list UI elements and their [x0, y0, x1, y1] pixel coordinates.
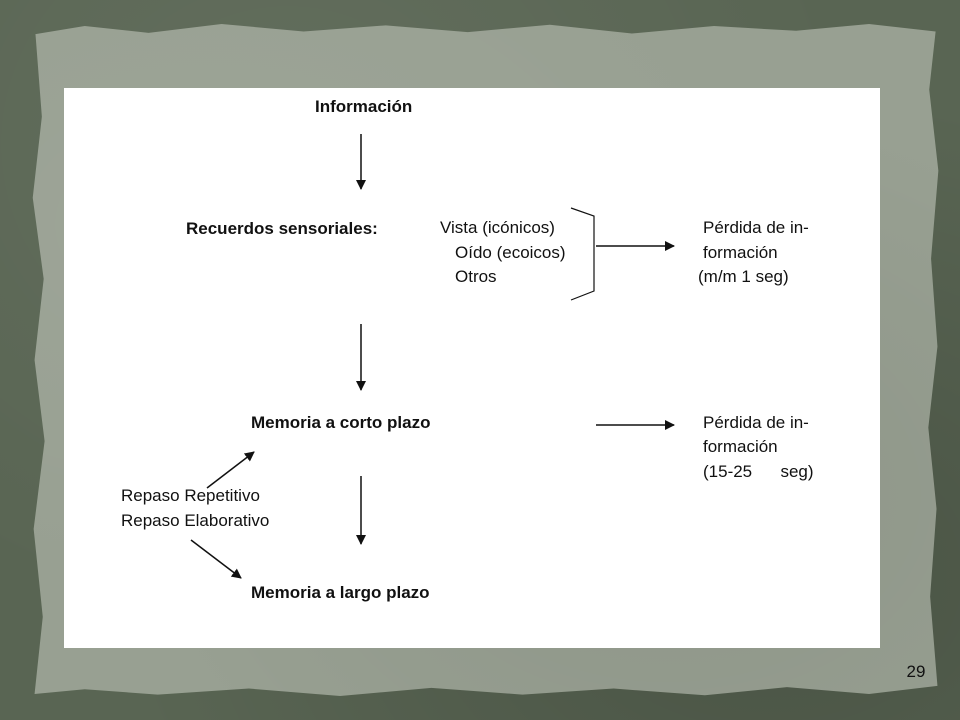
- arrow-rehearsal-to-long-term: [190, 539, 242, 579]
- short-term-loss-line-2: formación: [703, 437, 778, 456]
- sensory-memory-label: Recuerdos sensoriales:: [186, 219, 378, 238]
- short-term-memory-node: Memoria a corto plazo: [251, 413, 430, 432]
- sensory-loss-line-1: Pérdida de in-: [703, 218, 809, 237]
- sensory-item-hearing: Oído (ecoicos): [455, 243, 566, 262]
- rehearsal-elaborative: Repaso Elaborativo: [121, 511, 269, 530]
- slide-content: Información Recuerdos sensoriales: Vista…: [64, 88, 880, 648]
- sensory-bracket: [570, 207, 595, 301]
- short-term-loss-line-1: Pérdida de in-: [703, 413, 809, 432]
- sensory-loss-line-3: (m/m 1 seg): [698, 267, 789, 286]
- information-node: Información: [315, 97, 412, 116]
- sensory-loss-line-2: formación: [703, 243, 778, 262]
- arrow-rehearsal-to-short-term: [206, 451, 255, 489]
- page-number: 29: [906, 662, 926, 681]
- sensory-item-vision: Vista (icónicos): [440, 218, 555, 237]
- memory-model-diagram: Información Recuerdos sensoriales: Vista…: [121, 97, 814, 602]
- sensory-item-others: Otros: [455, 267, 497, 286]
- long-term-memory-node: Memoria a largo plazo: [251, 583, 430, 602]
- short-term-loss-line-3: (15-25 seg): [703, 462, 814, 481]
- rehearsal-repetitive: Repaso Repetitivo: [121, 486, 260, 505]
